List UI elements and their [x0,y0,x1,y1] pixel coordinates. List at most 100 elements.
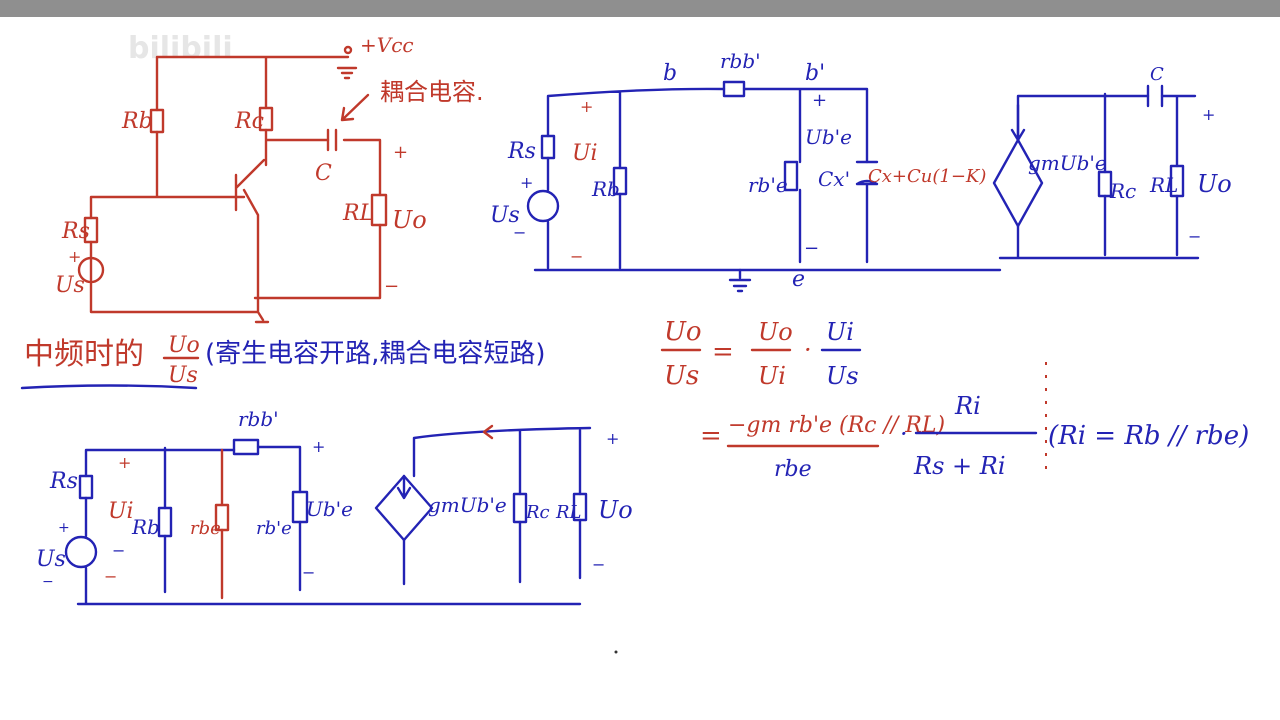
c2-rl-label: RL [1149,173,1178,197]
c1-minus: − [384,276,399,297]
eq-g-num: −gm rb'e (Rc // RL) [728,413,945,438]
c2-node-e: e [792,267,805,292]
c3-gm-arrow [396,474,412,500]
c3-us-plus: + [58,520,70,536]
c2-node-b: b [663,61,677,86]
c3-rs-resistor [78,474,94,500]
c3-rbe2-resistor [291,490,309,524]
c2-rb-resistor [612,166,628,196]
c2-rs-label: Rs [507,139,536,164]
c2-rl-resistor [1169,164,1185,198]
c3-ui-label: Ui [108,499,134,524]
c1-rl-label: RL [342,201,374,226]
c3-uo-label: Uo [598,496,633,524]
c2-rs-resistor [540,134,556,160]
c2-uo-label: Uo [1197,170,1232,198]
eq-dot-2: · [900,420,908,448]
c2-uo-minus: − [1188,227,1201,246]
c3-ui-plus: + [118,453,131,472]
c2-ground [728,268,752,293]
c3-uo-plus: + [606,429,619,448]
c1-capacitor [326,128,338,152]
c2-us-plus: + [520,173,533,192]
c2-rb-label: Rb [591,177,620,201]
c3-rbb-label: rbb' [238,407,279,431]
c3-rc-label: Rc [525,502,550,523]
c1-plus: + [393,142,408,163]
c1-wires [89,55,382,322]
c2-node-b2: b' [805,61,825,86]
eq-t1-num: Uo [758,318,793,346]
c1-rs-label: Rs [61,219,90,244]
c1-note-arrow [340,93,370,122]
c3-ui-minus: − [104,567,117,586]
c3-ube-plus: + [312,437,325,456]
title-frac-den: Us [168,363,198,388]
c3-ube-minus: − [302,563,315,582]
c2-gm-label: gmUb'e [1028,151,1107,175]
watermark-logo: bilibili [128,31,233,66]
eq-h-num: Ri [954,392,981,420]
title-underline [20,384,198,390]
c2-ube-label: Ub'e [805,125,852,149]
c3-us-minus: − [42,574,54,590]
c3-rbe2-label: rb'e [256,518,292,539]
c2-c-capacitor [1146,84,1164,108]
c1-rc-resistor [258,106,274,132]
c3-us-mid-minus: − [112,541,125,560]
c1-rb-resistor [149,108,165,134]
c2-c-label: C [1150,64,1164,85]
eq-ri-note: (Ri = Rb // rbe) [1048,421,1249,451]
stray-dot [614,650,618,654]
c2-us-label: Us [490,203,520,228]
c3-wires [76,426,592,606]
top-bar [0,0,1280,17]
eq-t2-num: Ui [826,318,854,346]
eq-t2-den: Us [826,362,859,390]
circuit-2-hybrid-pi: b b' e rbb' Rs Us Ui Rb rb'e Ub'e Cx' Cx… [490,49,1232,293]
c2-us-source [526,189,560,223]
eq-t1-den: Ui [758,362,786,390]
c3-rbb-resistor [232,438,260,456]
c3-rs-label: Rs [49,469,78,494]
c2-rbe-label: rb'e [748,173,788,197]
title-note: (寄生电容开路,耦合电容短路) [205,339,546,369]
c2-uo-plus: + [1202,105,1215,124]
c1-ground [336,66,358,80]
c2-us-minus: − [513,223,526,242]
c3-uo-minus: − [592,555,605,574]
c2-ui-minus: − [570,247,583,266]
c1-rb-label: Rb [121,109,153,134]
c3-rbe-resistor [214,503,230,532]
title-prefix: 中频时的 [24,337,144,372]
c2-cx-label: Cx' [818,167,850,191]
c3-us-label: Us [36,547,66,572]
c1-coupling-note: 耦合电容. [380,78,484,106]
c2-ui-plus: + [580,97,593,116]
c3-gm-label: gmUb'e [428,493,507,517]
c2-rbe-resistor [783,160,799,192]
c1-uo-label: Uo [392,206,427,234]
c2-cx-formula: Cx+Cu(1−K) [868,166,986,187]
circuit-3-midband-equivalent: rbb' Rs Us Ui Rb rbe rb'e Ub'e gmUb'e Rc… [36,407,633,606]
c1-vcc-node [343,45,353,55]
section-title: 中频时的 Uo Us (寄生电容开路,耦合电容短路) [20,333,546,390]
c2-rbb-label: rbb' [720,49,761,73]
c3-rc-resistor [512,492,528,524]
c1-rc-label: Rc [234,109,264,134]
c2-cx-capacitor [855,160,879,186]
eq-dot-1: · [804,336,812,364]
c3-rb-label: Rb [131,515,160,539]
eq-lhs-num: Uo [664,317,702,347]
c2-gm-arrow [1010,103,1026,142]
circuit-1-transistor-amplifier: +Vcc 耦合电容. Rb Rc Rs Us RL Uo C + + − [55,33,484,324]
title-frac-num: Uo [168,333,200,358]
gain-equation: Uo Us = Uo Ui · Ui Us = −gm rb'e (Rc // … [660,317,1249,482]
c3-current-arrow [482,424,494,440]
c1-rl-resistor [370,193,388,227]
eq-equals-2: = [700,421,722,451]
c2-ube-plus: + [812,90,827,111]
c3-rl-label: RL [555,502,582,523]
c1-rs-resistor [83,216,99,244]
